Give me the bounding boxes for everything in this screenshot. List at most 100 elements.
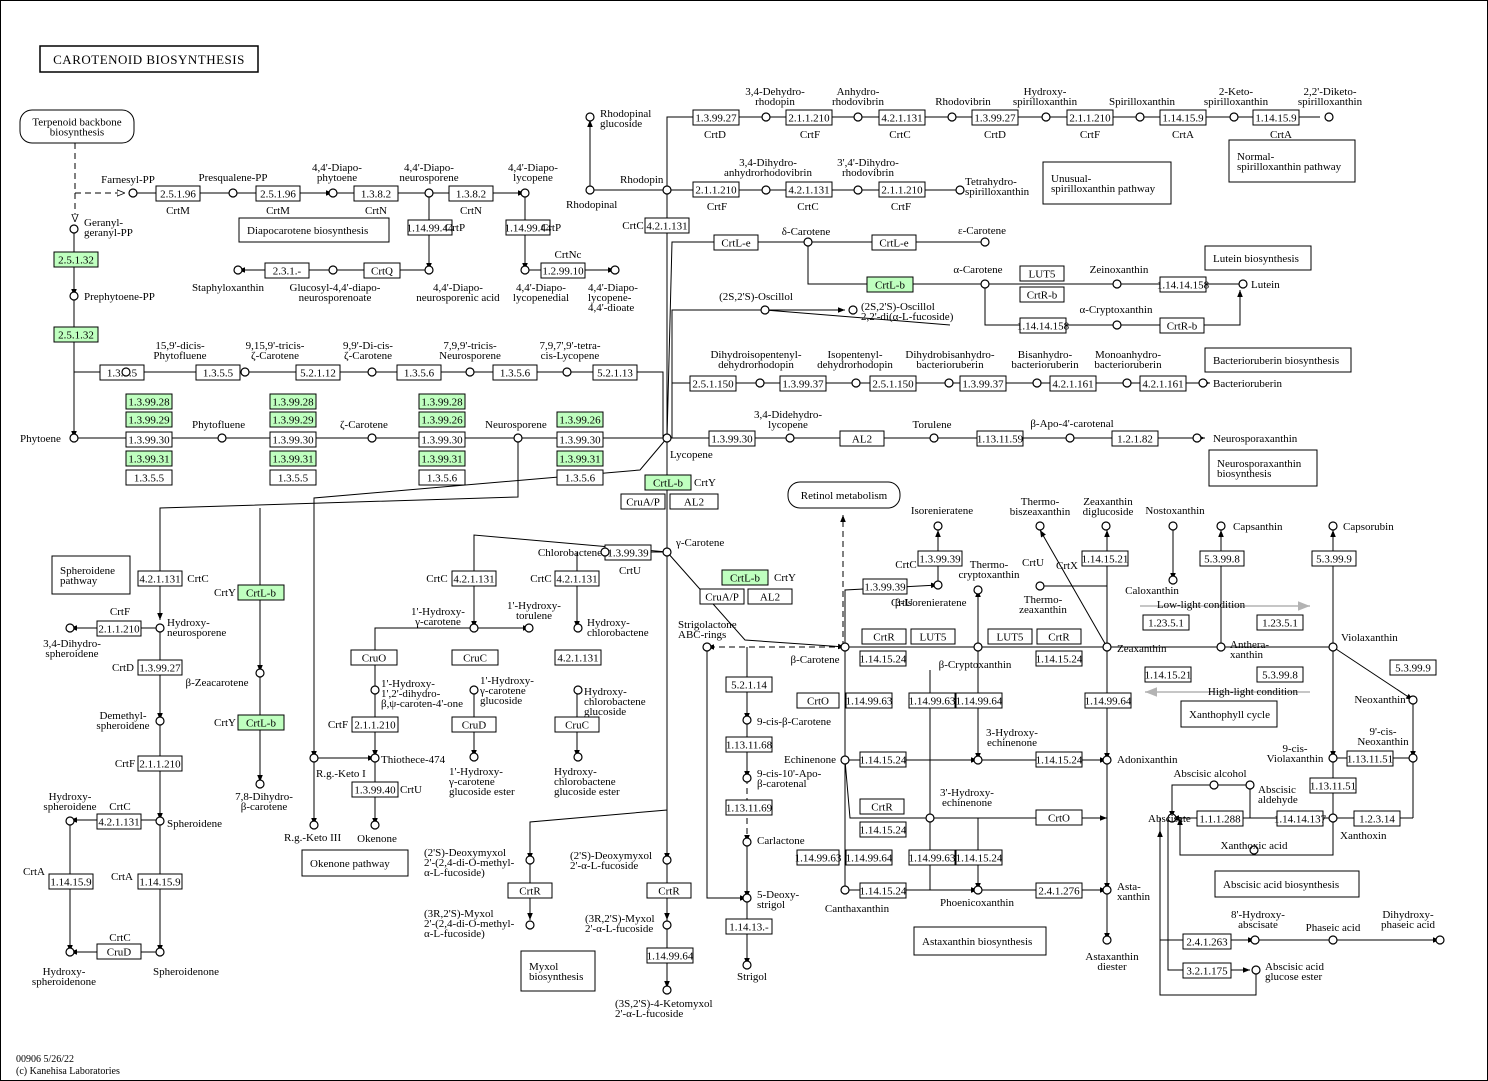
enzyme-1-3-99-27[interactable]: 1.3.99.27 <box>692 109 740 126</box>
enzyme-lut5[interactable]: LUT5 <box>1019 265 1065 282</box>
enzyme-crtl-b[interactable]: CrtL-b <box>721 569 769 586</box>
enzyme-1-3-5-6[interactable]: 1.3.5.6 <box>396 364 442 381</box>
enzyme-1-13-11-69[interactable]: 1.13.11.69 <box>725 799 773 816</box>
enzyme-crtq[interactable]: CrtQ <box>363 262 401 279</box>
enzyme-4-2-1-131[interactable]: 4.2.1.131 <box>785 181 833 198</box>
enzyme-1-3-99-31[interactable]: 1.3.99.31 <box>269 450 317 467</box>
enzyme-4-2-1-131[interactable]: 4.2.1.131 <box>451 570 497 587</box>
enzyme-2-5-1-150[interactable]: 2.5.1.150 <box>689 375 737 392</box>
compound-thiothece-474[interactable]: Thiothece-474 <box>370 753 446 766</box>
enzyme-2-1-1-210[interactable]: 2.1.1.210 <box>96 620 142 637</box>
compound-isorenieratene[interactable]: β-Isorenieratene <box>895 580 967 609</box>
enzyme-1-3-99-28[interactable]: 1.3.99.28 <box>269 393 317 410</box>
compound-1-hydroxy-1-2-dihydro-caroten-4-one[interactable]: 1'-Hydroxy-1',2'-dihydro-β,ψ-caroten-4'-… <box>370 678 463 710</box>
compound-chlorobactene[interactable]: Chlorobactene <box>538 547 610 559</box>
compound-dihydroisopentenyl-dehydrorhodopin[interactable]: Dihydroisopentenyl-dehydrorhodopin <box>710 349 802 388</box>
enzyme-1-14-15-24[interactable]: 1.14.15.24 <box>955 849 1003 866</box>
enzyme-1-3-5-6[interactable]: 1.3.5.6 <box>492 364 538 381</box>
pathway-map-xanthophyll-cycle[interactable]: Xanthophyll cycle <box>1180 700 1278 728</box>
compound-4-4-diapo-lycopenedial[interactable]: 4,4'-Diapo-lycopenedial <box>513 265 569 304</box>
enzyme-1-3-99-39[interactable]: 1.3.99.39 <box>862 578 908 595</box>
enzyme-crtr[interactable]: CrtR <box>859 798 905 815</box>
compound-5-deoxy-strigol[interactable]: 5-Deoxy-strigol <box>742 889 799 911</box>
compound-phoenicoxanthin[interactable]: Phoenicoxanthin <box>940 885 1014 909</box>
enzyme-5-3-99-9[interactable]: 5.3.99.9 <box>1311 550 1357 567</box>
compound-tetrahydro-spirilloxanthin[interactable]: Tetrahydro-spirilloxanthin <box>955 176 1030 198</box>
compound-dihydrobisanhydro-bacterioruberin[interactable]: Dihydrobisanhydro-bacterioruberin <box>905 349 995 388</box>
enzyme-2-1-1-210[interactable]: 2.1.1.210 <box>785 109 833 126</box>
enzyme-1-3-99-27[interactable]: 1.3.99.27 <box>137 659 183 676</box>
enzyme-1-14-99-44[interactable]: 1.14.99.44 <box>407 219 454 236</box>
enzyme-1-14-15-9[interactable]: 1.14.15.9 <box>1252 109 1300 126</box>
enzyme-1-3-99-30[interactable]: 1.3.99.30 <box>556 431 604 448</box>
enzyme-1-14-99-64[interactable]: 1.14.99.64 <box>646 947 694 964</box>
enzyme-1-13-11-51[interactable]: 1.13.11.51 <box>1346 750 1394 767</box>
compound-hydroxy-spirilloxanthin[interactable]: Hydroxy-spirilloxanthin <box>1013 86 1078 122</box>
enzyme-1-3-99-29[interactable]: 1.3.99.29 <box>125 411 173 428</box>
enzyme-1-3-99-26[interactable]: 1.3.99.26 <box>418 411 466 428</box>
enzyme-1-3-5-5[interactable]: 1.3.5.5 <box>125 469 173 486</box>
compound-15-9-dicis-phytofluene[interactable]: 15,9'-dicis-Phytofluene <box>121 340 207 377</box>
compound-geranyl-geranyl-pp[interactable]: Geranyl-geranyl-PP <box>69 217 133 239</box>
compound-7-9-9-tricis-neurosporene[interactable]: 7,9,9'-tricis-Neurosporene <box>439 340 501 377</box>
enzyme-4-2-1-161[interactable]: 4.2.1.161 <box>1049 375 1097 392</box>
enzyme-lut5[interactable]: LUT5 <box>987 628 1033 645</box>
compound-4-4-diapo-lycopene[interactable]: 4,4'-Diapo-lycopene <box>508 162 558 198</box>
compound-carotene[interactable]: α-Carotene <box>953 264 1003 289</box>
compound-thermo-biszeaxanthin[interactable]: Thermo-biszeaxanthin <box>1010 496 1071 531</box>
enzyme-4-2-1-131[interactable]: 4.2.1.131 <box>554 649 602 666</box>
enzyme-1-14-99-63[interactable]: 1.14.99.63 <box>845 692 893 709</box>
enzyme-1-3-5-5[interactable]: 1.3.5.5 <box>269 469 317 486</box>
compound-anthera-xanthin[interactable]: Anthera-xanthin <box>1216 639 1269 661</box>
compound-okenone[interactable]: Okenone <box>357 820 397 845</box>
compound-cryptoxanthin[interactable]: β-Cryptoxanthin <box>939 642 1012 671</box>
enzyme-1-2-99-10[interactable]: 1.2.99.10 <box>540 262 586 279</box>
compound-r-g-keto-i[interactable]: R.g.-Keto I <box>309 753 366 780</box>
enzyme-2-4-1-276[interactable]: 2.4.1.276 <box>1035 882 1083 899</box>
compound-rhodopin[interactable]: Rhodopin <box>620 174 672 195</box>
pathway-map-diapocarotene-biosynthesis[interactable]: Diapocarotene biosynthesis <box>238 217 390 243</box>
compound-isorenieratene[interactable]: Isorenieratene <box>911 505 973 531</box>
compound-zeaxanthin[interactable]: Zeaxanthin <box>1102 642 1167 655</box>
compound-xanthoxic-acid[interactable]: Xanthoxic acid <box>1221 840 1288 855</box>
compound-spheroidenone[interactable]: Spheroidenone <box>153 947 219 978</box>
enzyme-al2[interactable]: AL2 <box>669 493 719 510</box>
compound-adonixanthin[interactable]: Adonixanthin <box>1102 754 1178 766</box>
compound-3-4-dehydro-rhodopin[interactable]: 3,4-Dehydro-rhodopin <box>745 86 805 122</box>
enzyme-4-2-1-131[interactable]: 4.2.1.131 <box>554 570 600 587</box>
enzyme-1-14-99-63[interactable]: 1.14.99.63 <box>908 849 956 866</box>
enzyme-1-23-5-1[interactable]: 1.23.5.1 <box>1256 614 1304 631</box>
enzyme-1-3-99-30[interactable]: 1.3.99.30 <box>708 430 756 447</box>
compound-carotene[interactable]: ζ-Carotene <box>340 419 388 443</box>
compound-4-4-diapo-phytoene[interactable]: 4,4'-Diapo-phytoene <box>312 162 362 198</box>
enzyme-crua-p[interactable]: CruA/P <box>620 493 666 510</box>
enzyme-crua-p[interactable]: CruA/P <box>699 588 745 605</box>
compound-1-hydroxy-torulene[interactable]: 1'-Hydroxy-torulene <box>507 600 561 633</box>
enzyme-4-2-1-131[interactable]: 4.2.1.131 <box>137 570 183 587</box>
enzyme-2-5-1-150[interactable]: 2.5.1.150 <box>869 375 917 392</box>
compound-zeinoxanthin[interactable]: Zeinoxanthin <box>1090 264 1149 289</box>
enzyme-1-14-15-24[interactable]: 1.14.15.24 <box>859 650 907 667</box>
compound-hydroxy-chlorobactene[interactable]: Hydroxy-chlorobactene <box>573 617 649 639</box>
enzyme-1-3-99-37[interactable]: 1.3.99.37 <box>779 375 827 392</box>
enzyme-crtl-b[interactable]: CrtL-b <box>237 584 285 601</box>
enzyme-1-14-99-64[interactable]: 1.14.99.64 <box>845 849 893 866</box>
enzyme-crud[interactable]: CruD <box>96 943 142 960</box>
enzyme-5-3-99-8[interactable]: 5.3.99.8 <box>1256 666 1304 683</box>
enzyme-cruc[interactable]: CruC <box>451 649 499 666</box>
compound-dihydroxy-phaseic-acid[interactable]: Dihydroxy-phaseic acid <box>1381 909 1445 945</box>
compound-7-8-dihydro-carotene[interactable]: 7,8-Dihydro-β-carotene <box>235 779 293 813</box>
enzyme-1-14-15-21[interactable]: 1.14.15.21 <box>1081 550 1129 567</box>
enzyme-1-13-11-59[interactable]: 1.13.11.59 <box>976 430 1024 447</box>
enzyme-2-3-1[interactable]: 2.3.1.- <box>264 262 310 279</box>
compound-phaseic-acid[interactable]: Phaseic acid <box>1306 922 1361 945</box>
enzyme-crtl-e[interactable]: CrtL-e <box>713 234 759 251</box>
